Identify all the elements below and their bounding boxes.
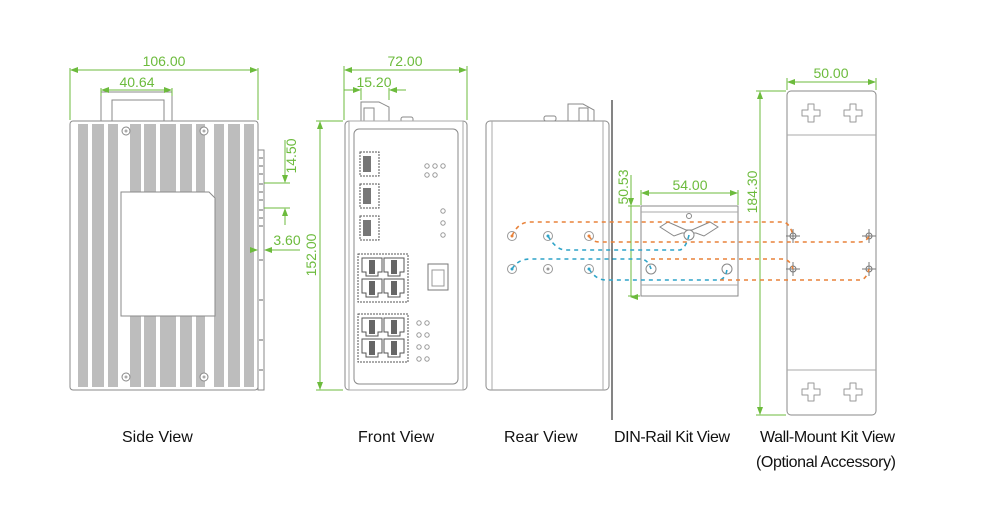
screw-icon: [121, 372, 131, 382]
rear-top-connector-inner: [578, 107, 589, 122]
rj45-port-jack: [391, 281, 397, 295]
keyhole-icon: [801, 103, 821, 123]
din-rail-kit-view: 54.00 50.53: [611, 100, 739, 420]
path-orange: [511, 221, 794, 237]
sfp-ports: [359, 151, 380, 241]
wall-mount-plate: [786, 90, 877, 416]
heatsink-fin: [244, 124, 254, 387]
caption-front-view: Front View: [358, 429, 435, 446]
caption-wall-mount-subcaption: (Optional Accessory): [756, 454, 896, 471]
dim-wall-height: 184.30: [744, 170, 760, 213]
alignment-paths: [511, 221, 870, 281]
led-indicator: [416, 320, 422, 326]
rj45-port-jack: [391, 320, 397, 334]
led-indicator: [416, 344, 422, 350]
caption-side-view: Side View: [122, 429, 193, 446]
mount-hole-center: [546, 267, 550, 271]
led-indicator: [416, 356, 422, 362]
status-leds: [416, 163, 446, 362]
led-indicator: [424, 332, 430, 338]
led-indicator: [440, 232, 446, 238]
led-indicator: [432, 172, 438, 178]
dim-din-height: 50.53: [615, 169, 631, 204]
rear-view: [485, 103, 610, 391]
dim-front-height: 152.00: [303, 233, 319, 276]
keyhole-icon: [843, 382, 863, 402]
sfp-port-cage: [363, 156, 371, 172]
dim-side-port-pitch: 14.50: [283, 138, 299, 173]
keyhole-icon: [801, 382, 821, 402]
rear-body: [485, 120, 610, 391]
label-plate: [120, 191, 216, 317]
rj45-port-jack: [369, 260, 375, 274]
rj45-port-jack: [369, 281, 375, 295]
dim-side-offset: 3.60: [273, 232, 300, 248]
front-top-connector-inner: [363, 107, 375, 122]
heatsink-fin: [78, 124, 88, 387]
rj45-ports: [357, 253, 409, 363]
path-blue: [547, 234, 690, 251]
screw-icon: [199, 126, 209, 136]
led-indicator: [432, 163, 438, 169]
led-indicator: [440, 208, 446, 214]
dim-side-width: 106.00: [143, 53, 186, 69]
led-indicator: [424, 172, 430, 178]
rear-top-knob: [543, 115, 557, 122]
led-indicator: [416, 332, 422, 338]
rj45-port-jack: [391, 260, 397, 274]
din-rail-bracket: [640, 205, 739, 297]
dim-wall-width: 50.00: [813, 65, 848, 81]
sfp-port-cage: [363, 220, 371, 236]
keyhole-icon: [843, 103, 863, 123]
led-indicator: [424, 356, 430, 362]
path-blue: [588, 268, 728, 281]
din-clip: [659, 221, 719, 237]
side-port-strip: [257, 149, 265, 391]
rj45-port-jack: [369, 320, 375, 334]
side-top-connector-inner: [111, 99, 165, 123]
rj45-group: [357, 313, 409, 363]
dim-front-connector: 15.20: [356, 74, 391, 90]
path-orange: [588, 235, 870, 243]
dim-side-connector: 40.64: [119, 74, 154, 90]
front-view: 72.00 15.20 152.00: [303, 53, 468, 391]
rj45-group: [357, 253, 409, 303]
caption-din-rail-view: DIN-Rail Kit View: [614, 429, 730, 446]
heatsink-fin: [228, 124, 240, 387]
led-indicator: [424, 320, 430, 326]
path-orange: [720, 268, 870, 281]
wall-mount-kit-view: 50.00 184.30: [744, 65, 877, 416]
keyhole-slots: [801, 103, 863, 402]
front-body-rail: [348, 120, 464, 391]
screw-icon: [199, 372, 209, 382]
led-indicator: [424, 344, 430, 350]
led-indicator: [440, 163, 446, 169]
heatsink-fin: [92, 124, 104, 387]
console-port-inner: [431, 269, 445, 287]
heatsink-fin: [214, 124, 224, 387]
led-indicator: [440, 220, 446, 226]
dim-front-width: 72.00: [387, 53, 422, 69]
rj45-port-jack: [391, 341, 397, 355]
caption-rear-view: Rear View: [504, 429, 578, 446]
sfp-port-cage: [363, 188, 371, 204]
rj45-port-jack: [369, 341, 375, 355]
side-view: 106.00 40.64 14.50 3.60: [69, 53, 301, 391]
led-indicator: [424, 163, 430, 169]
caption-wall-mount-view: Wall-Mount Kit View: [760, 429, 895, 446]
dim-din-width: 54.00: [672, 177, 707, 193]
heatsink-fin: [108, 124, 118, 387]
path-orange: [651, 258, 794, 270]
screw-icon: [121, 126, 131, 136]
